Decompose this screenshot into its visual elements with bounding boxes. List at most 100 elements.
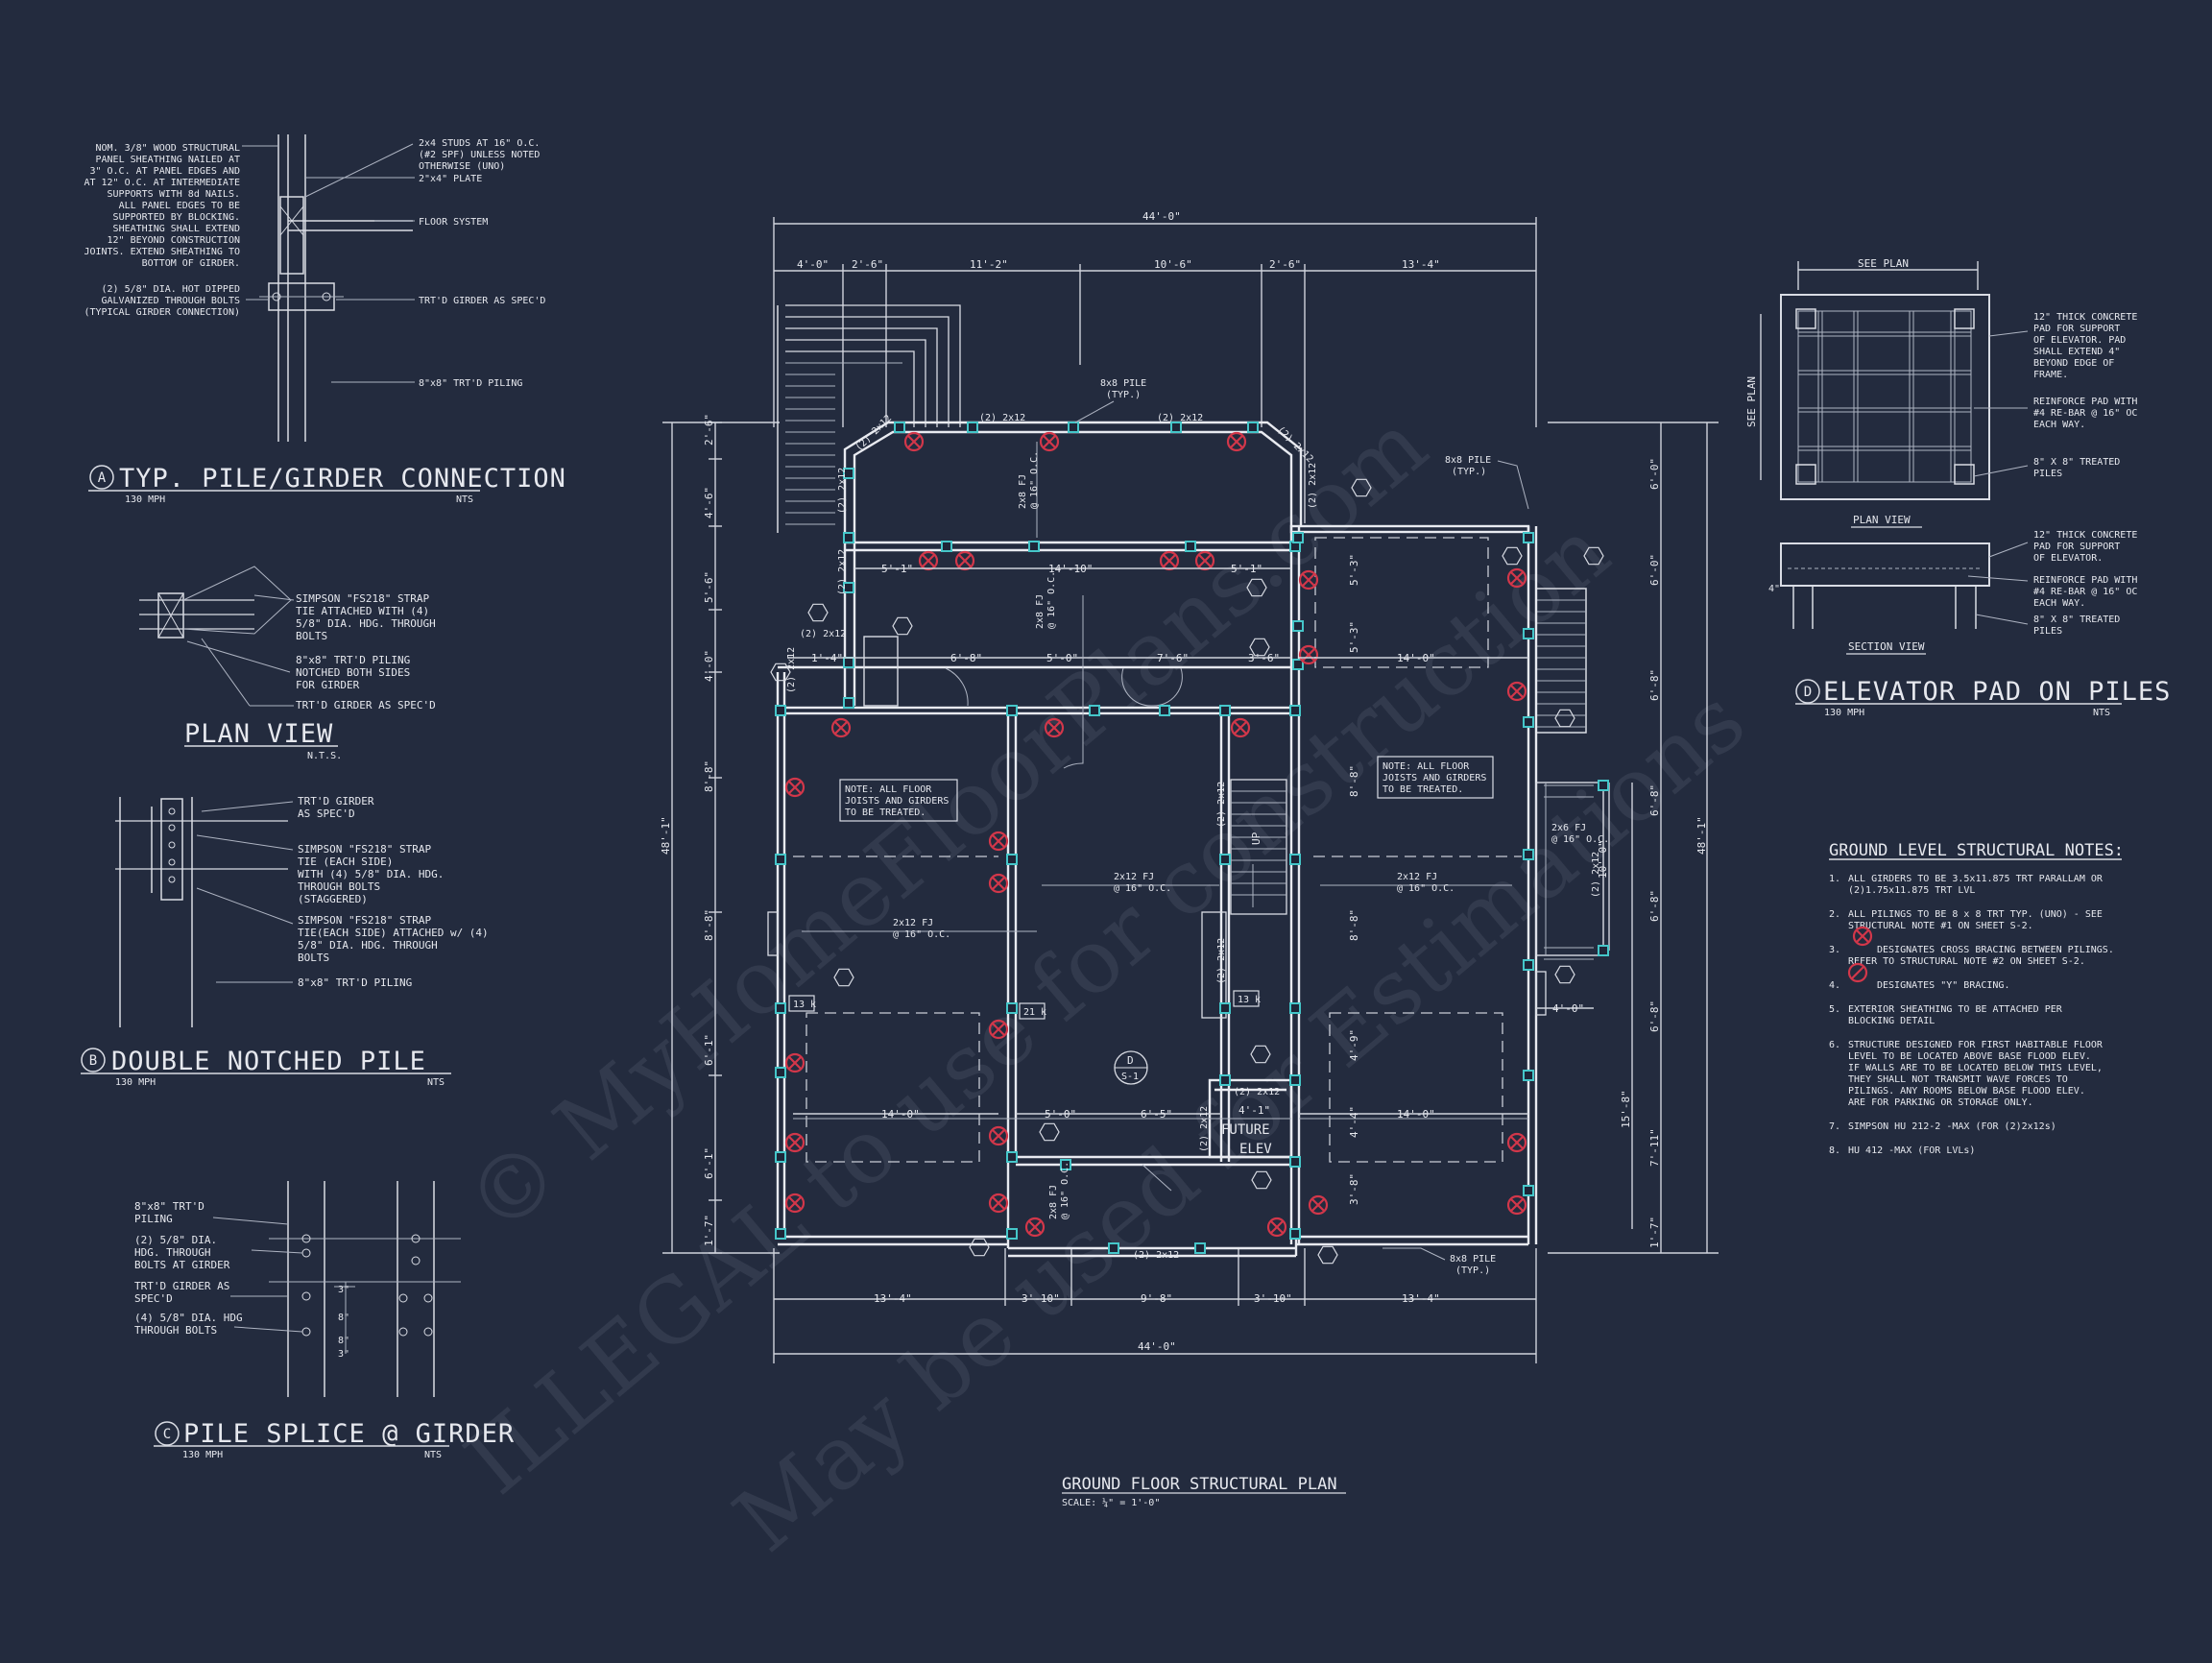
- detail-a-wind: 130 MPH: [125, 494, 165, 505]
- pile-8x8: [1028, 541, 1040, 552]
- inner-dim: 7'-6": [1157, 652, 1189, 664]
- note-line: BEYOND EDGE OF: [2033, 358, 2114, 369]
- note-line: AS SPEC'D: [298, 807, 355, 820]
- detail-a-left-notes: NOM. 3/8" WOOD STRUCTURAL PANEL SHEATHIN…: [84, 143, 240, 318]
- pile-8x8: [1289, 705, 1301, 716]
- pile-8x8: [775, 1067, 786, 1078]
- left-dim: 2'-6": [703, 414, 715, 446]
- stair-up-label: UP: [1250, 832, 1262, 845]
- bracing-tag-icon: [1317, 1245, 1338, 1265]
- note-line: 2x4 STUDS AT 16" O.C.: [419, 138, 540, 149]
- pile-8x8: [1089, 705, 1100, 716]
- note-line: JOISTS AND GIRDERS: [845, 796, 949, 807]
- note-line: 3" O.C. AT PANEL EDGES AND: [89, 166, 240, 177]
- cross-bracing-mark: [1044, 717, 1065, 738]
- note-number: 5.: [1829, 1004, 1840, 1015]
- note-line: 8" X 8" TREATED: [2033, 615, 2120, 625]
- note-line: OF ELEVATOR. PAD: [2033, 335, 2126, 346]
- note-line: OF ELEVATOR.: [2033, 553, 2103, 564]
- plan-title: GROUND FLOOR STRUCTURAL PLAN: [1062, 1475, 1337, 1494]
- pile-8x8: [1006, 1151, 1018, 1163]
- note-line: SUPPORTS WITH 8d NAILS.: [108, 189, 240, 200]
- note-line: (STAGGERED): [298, 893, 368, 905]
- detail-b: TRT'D GIRDER AS SPEC'D SIMPSON "FS218" S…: [81, 795, 489, 1088]
- note-text: EXTERIOR SHEATHING TO BE ATTACHED PER: [1848, 1004, 2063, 1015]
- note-text: ARE FOR PARKING OR STORAGE ONLY.: [1848, 1097, 2033, 1108]
- note-text: BLOCKING DETAIL: [1848, 1016, 1935, 1026]
- cross-bracing-mark: [1298, 569, 1319, 590]
- note-line: HDG. THROUGH: [134, 1246, 210, 1259]
- callout: 8x8 PILE: [1450, 1254, 1496, 1265]
- top-dim: 10'-6": [1154, 258, 1192, 271]
- detail-d-title: ELEVATOR PAD ON PILES: [1823, 677, 2171, 707]
- top-dim: 13'-4": [1402, 258, 1440, 271]
- note-line: SIMPSON "FS218" STRAP: [296, 592, 429, 605]
- pile-8x8: [1598, 780, 1609, 791]
- inner-dim: 6'-8": [950, 652, 982, 664]
- pile-8x8: [1219, 705, 1231, 716]
- pile-8x8: [1523, 1070, 1534, 1081]
- girder-label: (2) 2x12: [1216, 938, 1227, 984]
- piles: [775, 422, 1609, 1254]
- joist-label: 2x6 FJ@ 16" O.C.: [1551, 823, 1609, 845]
- detail-plan-view: SIMPSON "FS218" STRAP TIE ATTACHED WITH …: [139, 566, 436, 761]
- pile-8x8: [1185, 541, 1196, 552]
- cross-bracing-mark: [988, 1125, 1009, 1146]
- bottom-dim: 3'-10": [1022, 1292, 1060, 1305]
- inner-dim: 5'-3": [1348, 554, 1360, 586]
- future-elev-line: ELEV: [1239, 1142, 1272, 1157]
- note-line: 8"x8" TRT'D PILING: [296, 654, 410, 666]
- left-dim: 1'-7": [703, 1215, 715, 1246]
- girder-label: (2) 2x12: [837, 549, 848, 595]
- callout: (TYP.): [1106, 390, 1141, 400]
- pile-8x8: [775, 1151, 786, 1163]
- detail-d-wind: 130 MPH: [1824, 708, 1864, 718]
- pile-8x8: [1523, 959, 1534, 971]
- note-item: 4.DESIGNATES "Y" BRACING.: [1829, 980, 2009, 991]
- overall-depth-right: 48'-1": [1695, 816, 1708, 855]
- structure-lines: UP: [767, 421, 1604, 1258]
- bottom-dim: 13'-4": [874, 1292, 912, 1305]
- detail-b-scale: NTS: [427, 1077, 445, 1088]
- left-dim: 6'-1": [703, 1147, 715, 1179]
- pile-8x8: [843, 582, 854, 593]
- girder-label: (2) 2x12: [1308, 463, 1318, 509]
- note-line: OTHERWISE (UNO): [419, 161, 505, 172]
- note-line: TIE ATTACHED WITH (4): [296, 605, 429, 617]
- notes-list: 1.ALL GIRDERS TO BE 3.5x11.875 TRT PARAL…: [1829, 874, 2114, 1156]
- note-line: SUPPORTED BY BLOCKING.: [113, 212, 240, 223]
- note-text: DESIGNATES CROSS BRACING BETWEEN PILINGS…: [1877, 945, 2114, 955]
- future-elevator: FUTURE ELEV: [1221, 1122, 1272, 1157]
- bracing-tag-icon: [1554, 965, 1575, 984]
- note-line: (#2 SPF) UNLESS NOTED: [419, 150, 540, 160]
- pile-8x8: [1289, 1074, 1301, 1086]
- note-number: 4.: [1829, 980, 1840, 991]
- bracing-tag-icon: [969, 1238, 990, 1257]
- pile-8x8: [775, 1228, 786, 1240]
- note-line: 8"x8" TRT'D PILING: [298, 976, 412, 989]
- bracing-tag-icon: [1351, 478, 1372, 497]
- right-dim: 6'-0": [1648, 554, 1661, 586]
- girder-label: (2) 2x12: [1133, 1250, 1179, 1261]
- bracing-tag-icon: [1251, 1170, 1272, 1190]
- detail-d-letter: D: [1804, 685, 1812, 700]
- pile-8x8: [894, 422, 905, 433]
- overall-width-top: 44'-0": [1142, 210, 1181, 223]
- note-number: 2.: [1829, 909, 1840, 920]
- bracing-tag-icon: [892, 616, 913, 636]
- detail-b-title: DOUBLE NOTCHED PILE: [111, 1047, 426, 1076]
- note-text: LEVEL TO BE LOCATED ABOVE BASE FLOOD ELE…: [1848, 1051, 2091, 1062]
- note-text: THEY SHALL NOT TRANSMIT WAVE FORCES TO: [1848, 1074, 2068, 1085]
- pile-8x8: [843, 697, 854, 709]
- note-line: TRT'D GIRDER AS SPEC'D: [419, 296, 545, 306]
- bottom-dim: 13'-4": [1402, 1292, 1440, 1305]
- joist-label: 2x12 FJ@ 16" O.C.: [893, 918, 950, 940]
- cross-bracing-mark: [988, 1019, 1009, 1040]
- cross-bracing-mark: [1039, 431, 1060, 452]
- bracing-tag-icon: [1554, 709, 1575, 728]
- top-dimensions: 44'-0" 4'-0" 2'-6" 11'-2" 10'-6" 2'-6" 1…: [773, 210, 1537, 523]
- cross-bracing: [784, 431, 1527, 1238]
- cross-bracing-mark: [1506, 1194, 1527, 1216]
- inner-dim: 14'-0": [1397, 652, 1435, 664]
- dim-4-label: 4": [1768, 584, 1780, 594]
